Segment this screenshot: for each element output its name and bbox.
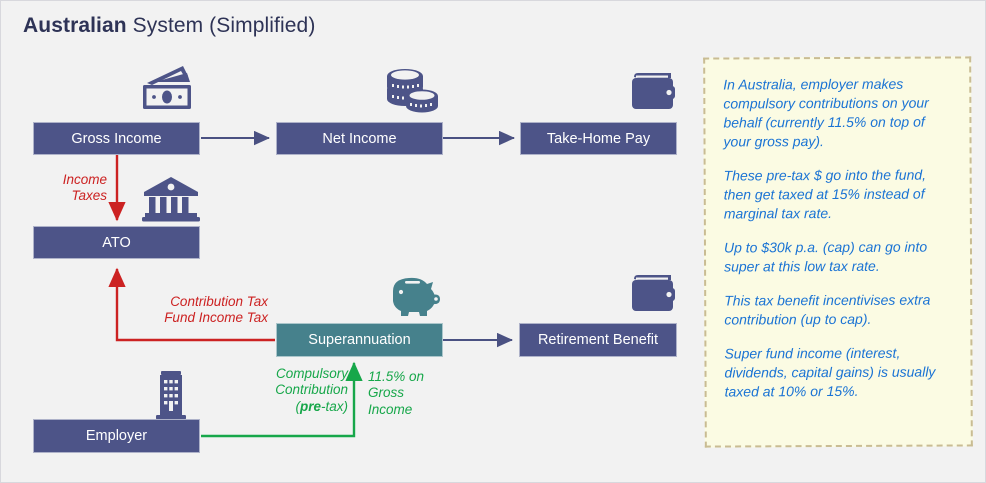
title-bold: Australian: [23, 14, 127, 37]
note-item: This tax benefit incentivises extra cont…: [724, 291, 931, 328]
notes-panel: In Australia, employer makes compulsory …: [703, 56, 973, 448]
label-compulsory-contribution: Compulsory Contribution (pre-tax): [229, 366, 348, 415]
edge-employer-to-super: [201, 361, 363, 438]
title-rest: System (Simplified): [126, 14, 316, 37]
node-superannuation[interactable]: Superannuation: [276, 323, 443, 357]
page-title: Australian System (Simplified): [23, 14, 315, 38]
node-retirement-benefit[interactable]: Retirement Benefit: [519, 323, 677, 357]
office-building-icon: [153, 369, 189, 421]
label-cc-pre: Compulsory Contribution (: [275, 366, 348, 414]
wallet-icon: [629, 71, 677, 113]
label-contribution-tax: Contribution Tax Fund Income Tax: [164, 294, 268, 326]
node-net-income[interactable]: Net Income: [276, 122, 443, 155]
note-item: In Australia, employer makes compulsory …: [723, 75, 929, 150]
node-take-home-pay[interactable]: Take-Home Pay: [520, 122, 677, 155]
piggy-bank-icon: [387, 271, 445, 319]
node-ato[interactable]: ATO: [33, 226, 200, 259]
node-employer[interactable]: Employer: [33, 419, 200, 453]
banknote-icon: [135, 64, 197, 112]
note-item: These pre-tax $ go into the fund, then g…: [723, 166, 927, 222]
label-income-taxes: Income Taxes: [62, 172, 107, 204]
bank-building-icon: [142, 175, 200, 223]
label-rate-on-gross: 11.5% on Gross Income: [368, 369, 425, 417]
note-item: Super fund income (interest, dividends, …: [724, 345, 936, 400]
wallet-icon: [629, 273, 677, 315]
label-cc-bold: pre: [299, 398, 321, 414]
note-item: Up to $30k p.a. (cap) can go into super …: [723, 238, 928, 275]
label-cc-post: -tax): [321, 398, 348, 414]
node-gross-income[interactable]: Gross Income: [33, 122, 200, 155]
coins-icon: [379, 67, 443, 117]
edge-super-to-ato: [108, 267, 275, 342]
